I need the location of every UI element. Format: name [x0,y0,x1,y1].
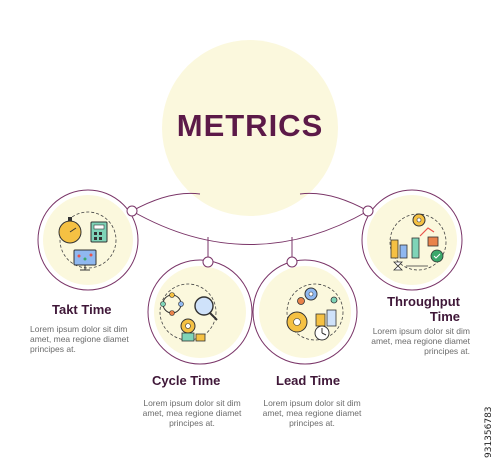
lead-ring [252,259,358,365]
lead-node [259,266,351,358]
throughput-ring [361,189,463,291]
dot-cycle [202,256,214,268]
lead-time-label: Lead Time [276,373,341,388]
gears-money-clock-icon [286,283,344,341]
process-magnifier-icon [159,283,218,342]
takt-time-description: Lorem ipsum dolor sit dim amet, mea regi… [30,324,129,354]
lead-time-description: Lorem ipsum dolor sit dim amet, mea regi… [262,398,362,428]
stock-id-watermark: 931356783 [484,406,494,458]
gear-chart-hourglass-icon [389,213,447,271]
takt-node [43,195,133,285]
connector-arc [131,210,369,245]
center-circle [162,40,338,216]
connector-right [299,192,369,212]
cycle-ring [147,259,253,365]
stopwatch-calculator-monitor-icon [58,211,117,271]
takt-time-label: Takt Time [52,302,112,317]
cycle-time-description: Lorem ipsum dolor sit dim amet, mea regi… [142,398,242,428]
dot-throughput [362,205,374,217]
throughput-time-description: Lorem ipsum dolor sit dim amet, mea regi… [371,326,470,356]
cycle-time-label: Cycle Time [152,373,221,388]
dot-lead [286,256,298,268]
connector-left [131,192,201,212]
page-title: METRICS [176,108,324,143]
throughput-time-label: Throughput Time [387,294,460,324]
dot-takt [126,205,138,217]
takt-ring [37,189,139,291]
